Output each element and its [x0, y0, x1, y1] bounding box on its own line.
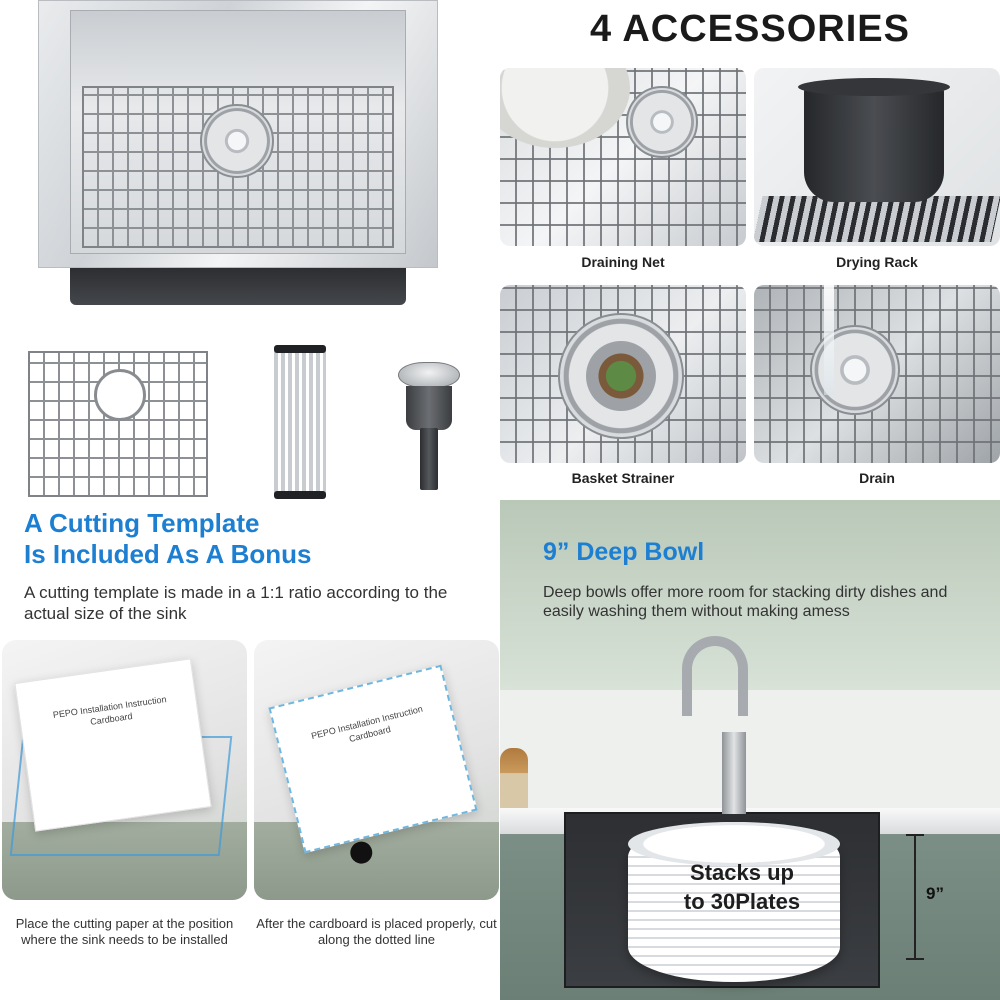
drain-strainer — [200, 104, 274, 178]
cardboard-text: PEPO Installation Instruction Cardboard — [310, 703, 424, 745]
cooking-pot — [804, 82, 944, 202]
install-step-photo-2: PEPO Installation Instruction Cardboard — [254, 640, 499, 900]
install-step-caption-2: After the cardboard is placed properly, … — [256, 916, 497, 947]
template-heading: A Cutting Template Is Included As A Bonu… — [24, 508, 484, 570]
plate-stack-label: Stacks up to 30Plates — [683, 860, 801, 914]
deep-bowl-description: Deep bowls offer more room for stacking … — [543, 584, 948, 620]
basket-strainer-photo — [500, 285, 746, 463]
roll-up-mat — [754, 196, 1000, 242]
accessory-label-basket-strainer: Basket Strainer — [571, 470, 675, 486]
faucet-nozzle — [682, 670, 692, 684]
faucet-body — [722, 732, 746, 814]
hero-sink-image — [38, 0, 438, 305]
accessories-heading: 4 ACCESSORIES — [590, 8, 910, 50]
depth-measure-line — [914, 834, 916, 960]
template-heading-line1: A Cutting Template — [24, 508, 260, 538]
drain-photo — [754, 285, 1000, 463]
counter-surface — [2, 822, 247, 900]
rack-bars — [274, 351, 326, 493]
basket-strainer-product — [392, 362, 466, 492]
top-plate — [628, 822, 840, 866]
accessory-label-drying-rack: Drying Rack — [836, 254, 918, 270]
template-heading-line2: Is Included As A Bonus — [24, 539, 312, 569]
depth-label: 9” — [926, 884, 944, 903]
install-step-photo-1: PEPO Installation Instruction Cardboard — [2, 640, 247, 900]
cardboard-text: PEPO Installation Instruction Cardboard — [52, 694, 168, 727]
rack-end-cap — [274, 491, 326, 499]
strainer-cap — [398, 362, 460, 388]
bottom-grid-product — [28, 351, 208, 497]
water-stream — [824, 285, 834, 395]
depth-measure-tick — [906, 834, 924, 836]
deep-bowl-heading: 9” Deep Bowl — [543, 538, 705, 566]
grid-frame — [28, 351, 208, 497]
strainer-pipe — [420, 428, 438, 490]
cupcake — [500, 748, 528, 810]
draining-net — [626, 86, 698, 158]
accessory-label-drain: Drain — [859, 470, 895, 486]
install-step-caption-1: Place the cutting paper at the position … — [15, 916, 234, 947]
template-cardboard: PEPO Installation Instruction Cardboard — [14, 658, 212, 832]
accessory-label-draining-net: Draining Net — [581, 254, 665, 270]
template-description: A cutting template is made in a 1:1 rati… — [24, 583, 448, 623]
food-scraps — [586, 341, 656, 411]
deep-bowl-scene — [500, 500, 1000, 1000]
window-background — [500, 500, 1000, 690]
backsplash — [500, 690, 1000, 810]
roll-up-drying-rack-product — [274, 345, 326, 499]
depth-measure-tick — [906, 958, 924, 960]
pot-rim — [798, 78, 950, 96]
sink-underside — [70, 268, 406, 305]
draining-net-photo — [500, 68, 746, 246]
grid-drain-hole — [94, 369, 146, 421]
drying-rack-photo — [754, 68, 1000, 246]
rack-end-cap — [274, 345, 326, 353]
strainer-body — [406, 386, 452, 430]
